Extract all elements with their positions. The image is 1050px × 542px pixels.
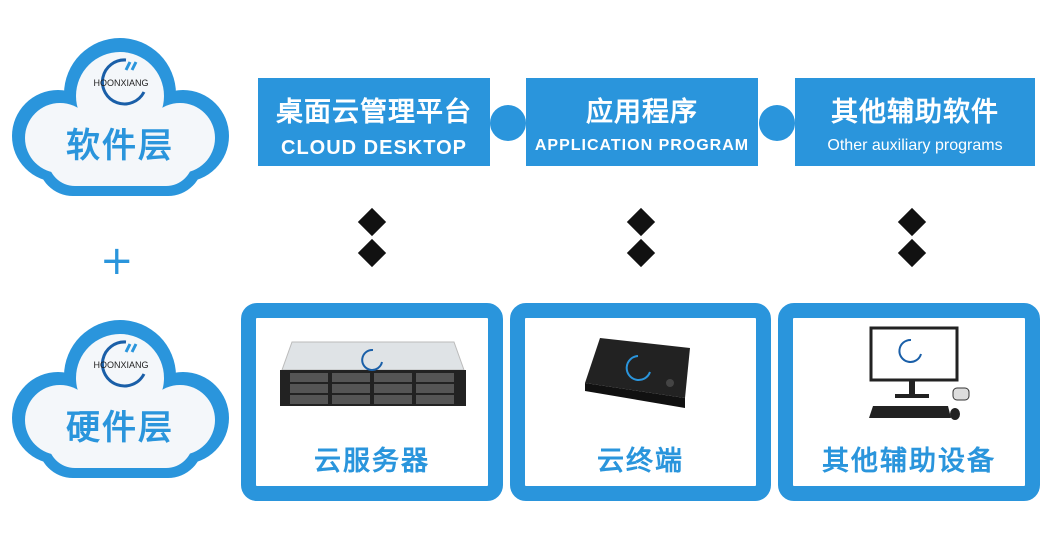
diamond-icon	[897, 207, 927, 237]
hardware-layer-cloud: HOONXIANG 硬件层	[8, 318, 232, 483]
software-title: 其他辅助软件	[831, 97, 999, 128]
diamond-icon	[897, 238, 927, 268]
hardware-label: 云服务器	[314, 446, 430, 477]
hardware-label: 云终端	[597, 446, 684, 477]
software-subtitle: Other auxiliary programs	[827, 137, 1003, 154]
hardware-card-peripherals: 其他辅助设备	[778, 303, 1040, 501]
hoonxiang-logo: HOONXIANG	[93, 340, 149, 388]
hardware-layer-label: 硬件层	[66, 408, 174, 448]
svg-text:HOONXIANG: HOONXIANG	[93, 360, 148, 370]
software-box-cloud-desktop: 桌面云管理平台 CLOUD DESKTOP	[258, 78, 490, 166]
software-layer-label: 软件层	[66, 126, 174, 166]
thin-client-image	[585, 338, 690, 408]
software-title: 应用程序	[586, 97, 698, 128]
diamond-icon	[357, 238, 387, 268]
desktop-peripherals-image	[869, 326, 970, 420]
cloud-icon	[12, 38, 229, 196]
plus-sign: +	[100, 238, 134, 284]
diamond-icon	[626, 238, 656, 268]
software-layer-cloud: HOONXIANG 软件层	[8, 36, 232, 201]
server-image	[280, 341, 466, 406]
software-box-other: 其他辅助软件 Other auxiliary programs	[795, 78, 1035, 166]
software-title: 桌面云管理平台	[276, 97, 472, 128]
connector-dot	[759, 105, 795, 141]
hardware-card-server: 云服务器	[241, 303, 503, 501]
hoonxiang-logo: HOONXIANG	[93, 58, 149, 106]
svg-text:HOONXIANG: HOONXIANG	[93, 78, 148, 88]
diamond-icon	[626, 207, 656, 237]
software-subtitle: CLOUD DESKTOP	[281, 137, 467, 159]
cloud-icon	[12, 320, 229, 478]
connector-dot	[490, 105, 526, 141]
software-box-application: 应用程序 APPLICATION PROGRAM	[526, 78, 758, 166]
hardware-card-thin-client: 云终端	[510, 303, 771, 501]
diamond-icon	[357, 207, 387, 237]
hardware-label: 其他辅助设备	[822, 446, 996, 477]
software-subtitle: APPLICATION PROGRAM	[534, 137, 750, 154]
